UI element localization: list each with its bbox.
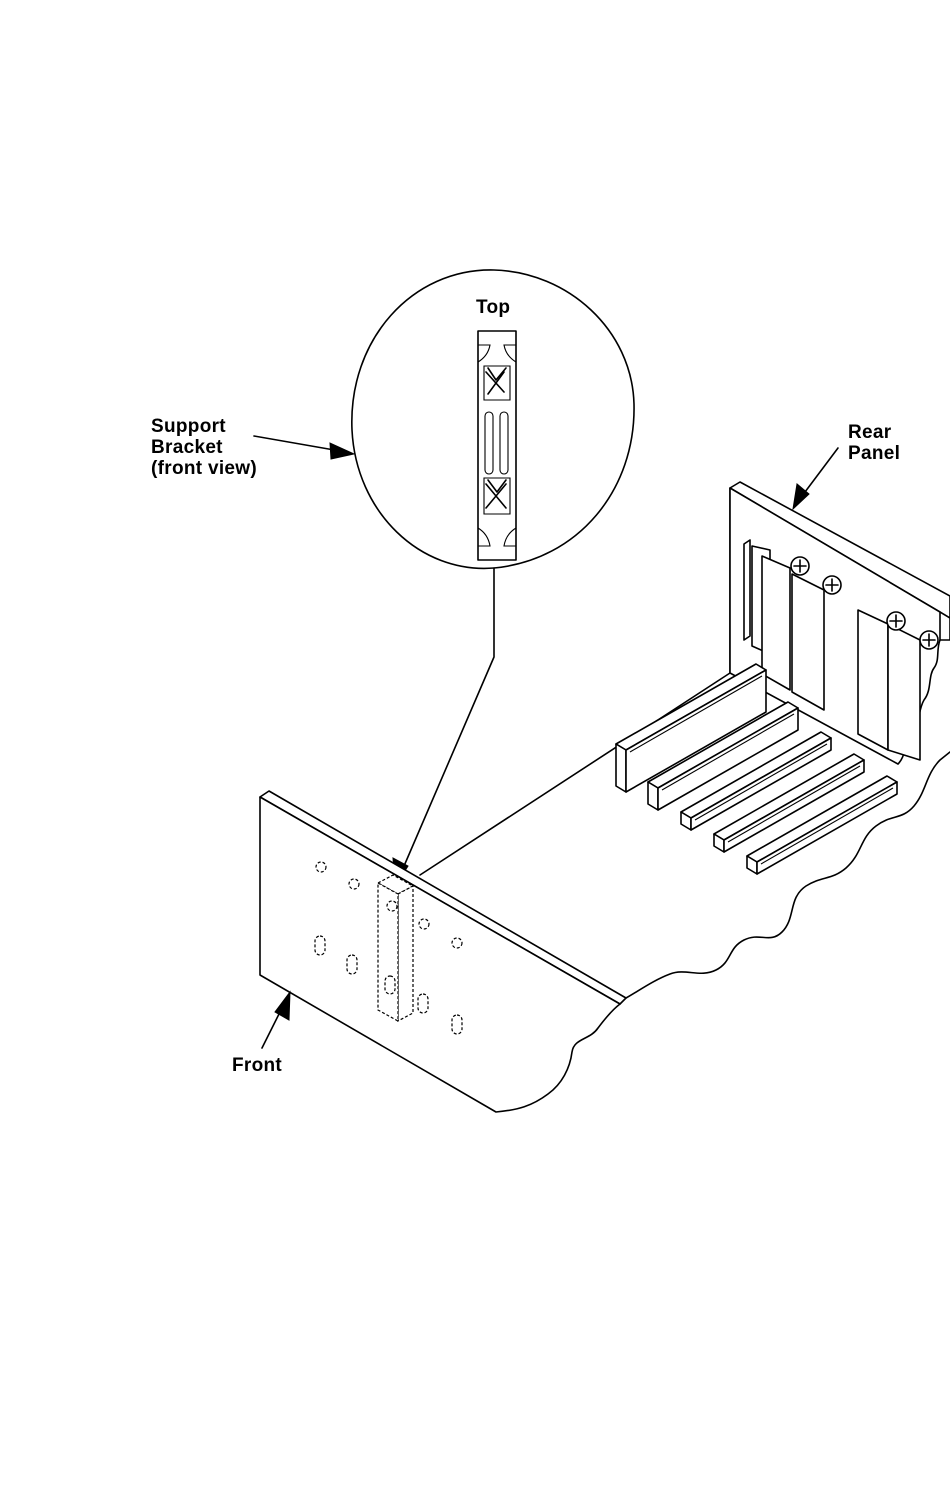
rear-panel-label: Rear Panel: [848, 422, 900, 464]
support-bracket-label-line-3: (front view): [151, 458, 257, 479]
support-bracket-label-line-1: Support: [151, 416, 257, 437]
rear-panel-label-line-2: Panel: [848, 443, 900, 464]
support-bracket-label-line-2: Bracket: [151, 437, 257, 458]
rear-panel-label-line-1: Rear: [848, 422, 900, 443]
support-bracket-label: Support Bracket (front view): [151, 416, 257, 479]
support-bracket: [378, 875, 413, 1021]
magnified-view: [352, 270, 634, 886]
front-panel: [260, 791, 626, 1112]
front-label: Front: [232, 1055, 282, 1076]
top-label: Top: [476, 297, 510, 318]
